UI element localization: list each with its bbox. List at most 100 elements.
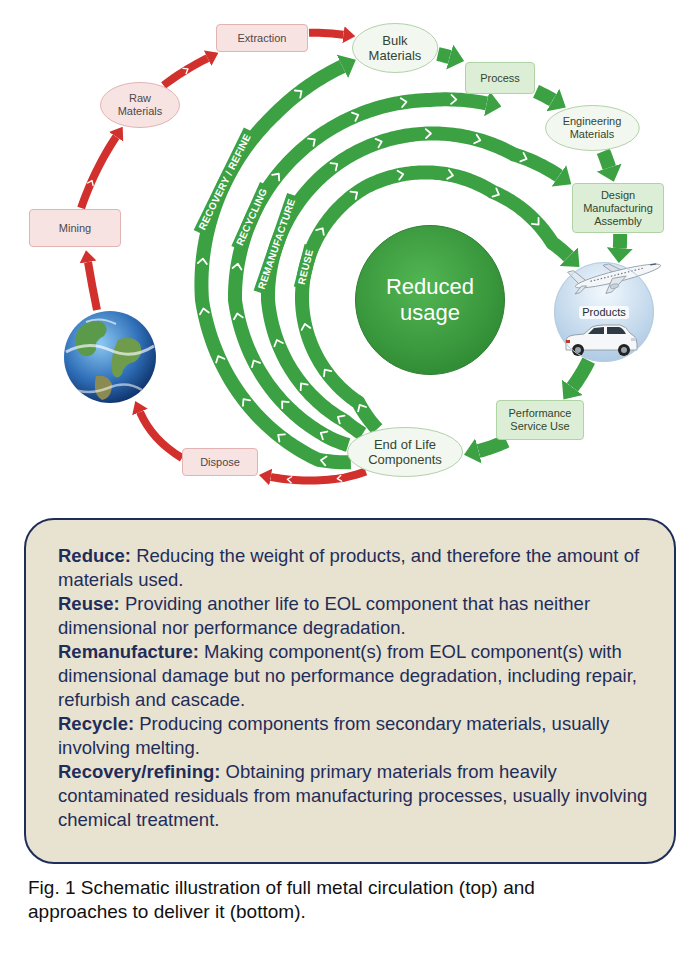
flow-chevron — [287, 476, 292, 482]
earth-globe — [75, 321, 106, 356]
node-outline — [101, 83, 180, 128]
earth-globe — [112, 338, 142, 378]
flow-chevron — [214, 354, 224, 362]
flow-chevron — [295, 87, 304, 97]
flow-band — [302, 172, 569, 429]
red-return-arrow — [88, 262, 97, 310]
node-text-block: Performance Service Use — [503, 407, 577, 433]
definition-term: Reuse: — [58, 593, 120, 614]
flow-chevrons — [88, 66, 542, 482]
flow-ring — [164, 58, 208, 85]
center-circle: Reduced usage — [355, 225, 505, 375]
flow-chevron — [401, 97, 407, 107]
node-text-block: Reduced usage — [375, 274, 485, 326]
flow-chevron — [233, 312, 243, 319]
flow-chevron — [426, 129, 431, 138]
definition-item: Remanufacture:Making component(s) from E… — [58, 640, 648, 712]
definition-term: Recycle: — [58, 713, 134, 734]
flow-chevron — [398, 170, 405, 180]
flow-chevron — [350, 189, 359, 199]
products-picture — [554, 250, 664, 362]
definition-term: Recovery/refining: — [58, 761, 220, 782]
flow-chevron — [183, 66, 190, 73]
red-return-arrow — [88, 262, 182, 458]
earth-globe — [86, 319, 116, 324]
flow-chevron — [240, 396, 250, 405]
car-picture — [575, 347, 581, 353]
node-label: Process — [480, 72, 520, 85]
flow-chevron — [319, 429, 328, 439]
flow-chevron — [352, 111, 360, 121]
node-label: Raw Materials — [112, 92, 168, 118]
definition-term: Reduce: — [58, 545, 131, 566]
node-outline — [352, 24, 437, 73]
definition-item: Recycle:Producing components from second… — [58, 712, 648, 760]
band-label: REUSE — [294, 244, 318, 290]
node-outline — [555, 263, 654, 362]
node-text-block: Design Manufacturing Assembly — [578, 189, 658, 228]
node-label: Performance Service Use — [503, 407, 577, 433]
car-picture — [631, 338, 636, 341]
flow-chevron — [88, 179, 95, 185]
flow-chevron — [532, 218, 542, 228]
flow-chevron — [376, 137, 384, 147]
earth-globe — [64, 311, 156, 403]
red-return-arrow — [140, 412, 182, 458]
band-label-box: RECYCLING — [231, 182, 272, 251]
flow-band — [479, 441, 507, 451]
stage-box: Extraction — [216, 24, 308, 52]
flow-chevron — [447, 170, 454, 180]
node-outline — [545, 106, 639, 151]
car-picture — [618, 344, 630, 356]
stage-box: Process — [465, 62, 535, 94]
node-text-block: Raw Materials — [112, 92, 168, 118]
earth-globe — [66, 319, 154, 400]
flow-band — [572, 361, 588, 388]
flow-chevron — [298, 381, 308, 391]
airplane-picture — [609, 283, 619, 289]
flow-band — [536, 91, 553, 100]
definition-term: Remanufacture: — [58, 641, 199, 662]
material-ellipse: Bulk Materials — [352, 23, 438, 73]
flow-ring — [271, 471, 366, 480]
flow-chevron — [275, 431, 284, 441]
definition-item: Reduce:Reducing the weight of products, … — [58, 544, 648, 592]
definition-item: Recovery/refining:Obtaining primary mate… — [58, 760, 648, 832]
node-text-block: Dispose — [200, 456, 240, 469]
flow-chevron — [199, 308, 209, 315]
node-label: Dispose — [200, 456, 240, 469]
airplane-picture — [574, 285, 588, 294]
band-label-box: REUSE — [294, 244, 318, 290]
node-text-block: End of Life Components — [365, 437, 445, 467]
flow-chevron — [198, 258, 207, 264]
material-ellipse: Raw Materials — [100, 82, 180, 128]
flow-chevron — [321, 367, 331, 376]
definition-text: Producing components from secondary mate… — [58, 713, 609, 758]
car-picture — [566, 340, 570, 343]
flow-ring — [81, 137, 116, 208]
node-text-block: Extraction — [238, 32, 287, 45]
flow-chevron — [308, 136, 317, 146]
flow-chevron — [337, 475, 342, 481]
stage-box: Design Manufacturing Assembly — [572, 183, 664, 233]
stage-box: Dispose — [182, 448, 258, 476]
flow-chevron — [316, 226, 326, 235]
node-label: Engineering Materials — [559, 115, 625, 141]
flow-chevron — [474, 135, 481, 145]
flow-chevron — [250, 358, 260, 367]
figure-caption: Fig. 1 Schematic illustration of full me… — [28, 876, 638, 924]
definition-item: Reuse:Providing another life to EOL comp… — [58, 592, 648, 640]
node-outline — [347, 428, 462, 477]
node-text-block: Engineering Materials — [559, 115, 625, 141]
node-label: Reduced usage — [375, 274, 485, 326]
definition-text: Providing another life to EOL component … — [58, 593, 590, 638]
node-label: Mining — [59, 222, 91, 235]
node-outline — [356, 226, 505, 375]
flow-chevron — [320, 456, 326, 466]
flow-ring — [309, 33, 343, 35]
flow-band — [603, 151, 609, 167]
node-text-block: Mining — [59, 222, 91, 235]
flow-chevron — [520, 153, 528, 163]
definitions-panel: Reduce:Reducing the weight of products, … — [24, 518, 676, 864]
material-ellipse: End of Life Components — [347, 427, 463, 477]
